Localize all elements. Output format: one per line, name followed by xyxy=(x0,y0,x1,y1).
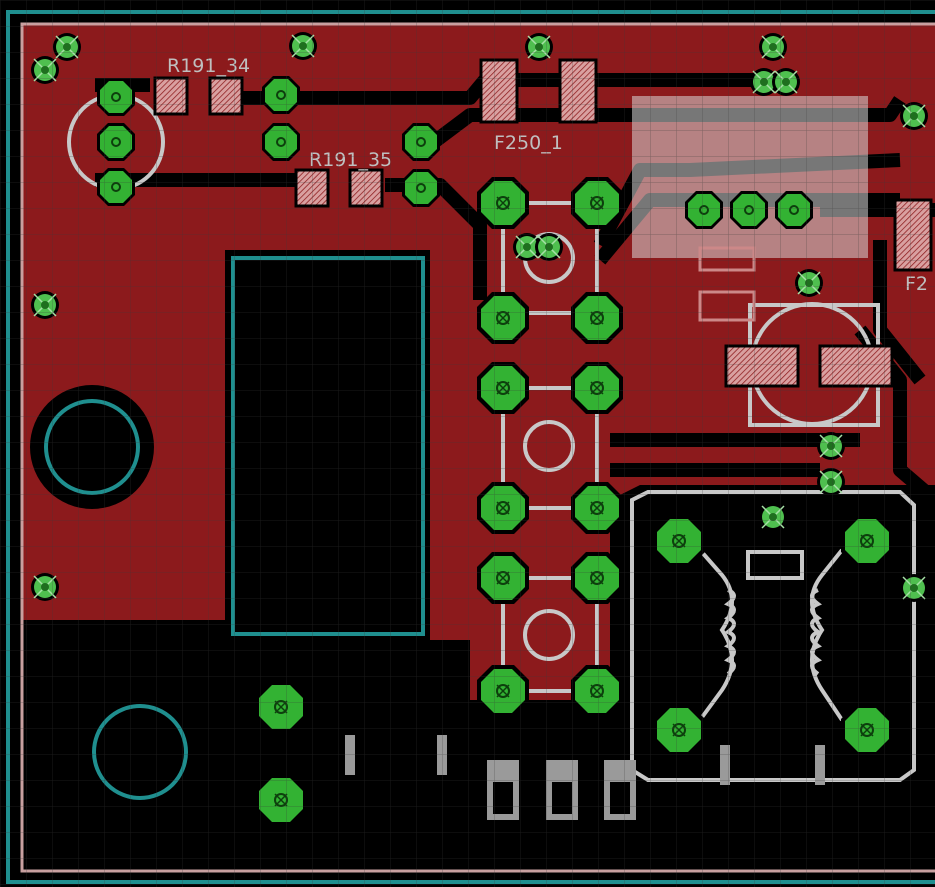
pcb-layout-canvas[interactable]: R191_34 R191_35 F250_1 F2 xyxy=(0,0,935,887)
grid-overlay xyxy=(0,0,935,887)
